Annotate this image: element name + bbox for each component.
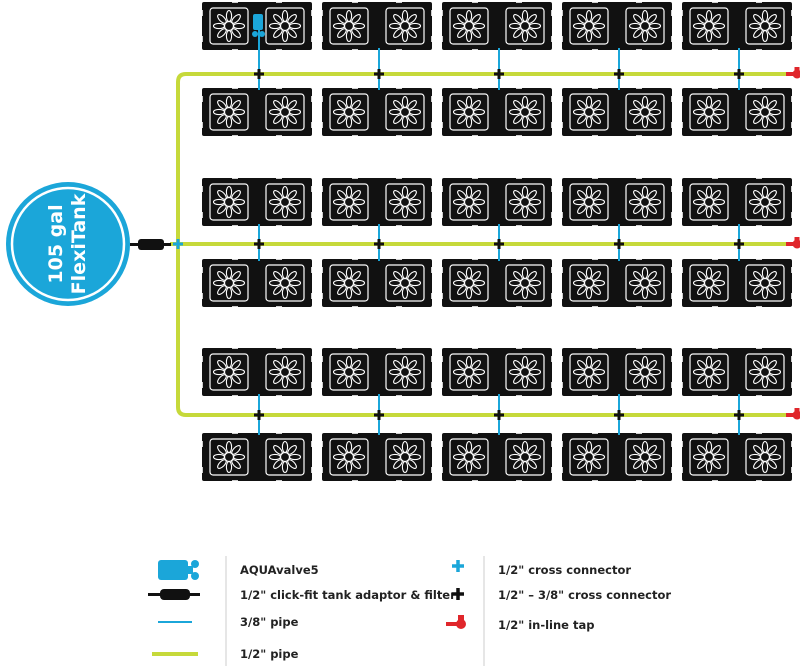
pot-tray bbox=[202, 178, 312, 226]
inline-tap bbox=[786, 67, 800, 79]
reducer-cross-connector bbox=[494, 410, 504, 420]
reducer-cross-connector-icon bbox=[452, 588, 464, 600]
legend-aquavalve-label: AQUAvalve5 bbox=[240, 563, 319, 577]
tank-label-name: FlexiTank bbox=[68, 193, 90, 294]
reducer-cross-connector bbox=[374, 239, 384, 249]
reducer-cross-connector bbox=[734, 69, 744, 79]
flexitank: 105 gal FlexiTank bbox=[6, 182, 130, 306]
legend-tank-adaptor-label: 1/2" click-fit tank adaptor & filter bbox=[240, 588, 456, 602]
reducer-cross-connector bbox=[374, 410, 384, 420]
pot-tray bbox=[682, 2, 792, 50]
legend-pipe-3-8-label: 3/8" pipe bbox=[240, 615, 299, 629]
reducer-cross-connector bbox=[614, 239, 624, 249]
pot-tray bbox=[562, 259, 672, 307]
pot-tray bbox=[322, 178, 432, 226]
reducer-cross-connector bbox=[614, 69, 624, 79]
legend-pipe-1-2-label: 1/2" pipe bbox=[240, 647, 299, 661]
pot-tray bbox=[442, 433, 552, 481]
inline-tap bbox=[786, 237, 800, 249]
reducer-cross-connector bbox=[614, 410, 624, 420]
pot-tray bbox=[202, 433, 312, 481]
cross-connector bbox=[173, 239, 183, 249]
pot-tray bbox=[562, 348, 672, 396]
pot-tray bbox=[562, 88, 672, 136]
reducer-cross-connector bbox=[494, 69, 504, 79]
reducer-cross-connector bbox=[254, 410, 264, 420]
pot-tray bbox=[322, 2, 432, 50]
reducer-cross-connector bbox=[734, 239, 744, 249]
pot-tray bbox=[322, 348, 432, 396]
pipe-network bbox=[170, 14, 800, 435]
cross-connector-icon bbox=[452, 560, 464, 572]
pot-tray bbox=[682, 88, 792, 136]
pot-tray bbox=[442, 178, 552, 226]
pot-tray bbox=[202, 259, 312, 307]
pot-tray bbox=[322, 259, 432, 307]
reducer-cross-connector bbox=[734, 410, 744, 420]
inline-tap bbox=[786, 408, 800, 420]
reducer-cross-connector bbox=[374, 69, 384, 79]
pot-tray bbox=[202, 348, 312, 396]
pot-tray bbox=[442, 259, 552, 307]
tank-adaptor bbox=[130, 239, 171, 250]
pot-tray bbox=[322, 433, 432, 481]
pot-tray bbox=[562, 433, 672, 481]
tank-label-volume: 105 gal bbox=[45, 204, 67, 283]
pot-tray bbox=[562, 2, 672, 50]
pot-tray bbox=[202, 88, 312, 136]
pot-tray bbox=[442, 88, 552, 136]
pot-tray bbox=[322, 88, 432, 136]
legend: AQUAvalve5 1/2" click-fit tank adaptor &… bbox=[148, 556, 671, 666]
pot-tray bbox=[682, 178, 792, 226]
legend-reducer-cross-label: 1/2" – 3/8" cross connector bbox=[498, 588, 671, 602]
aquavalve bbox=[252, 14, 265, 37]
inline-tap-icon bbox=[446, 615, 466, 629]
aquavalve-icon bbox=[158, 560, 199, 580]
reducer-cross-connector bbox=[494, 239, 504, 249]
legend-inline-tap-label: 1/2" in-line tap bbox=[498, 618, 594, 632]
reducer-cross-connector bbox=[254, 69, 264, 79]
pot-tray bbox=[682, 433, 792, 481]
pot-tray bbox=[682, 348, 792, 396]
pot-tray bbox=[442, 348, 552, 396]
legend-cross-connector-label: 1/2" cross connector bbox=[498, 563, 631, 577]
reducer-cross-connector bbox=[254, 239, 264, 249]
tank-adaptor-icon bbox=[148, 589, 200, 600]
pot-tray bbox=[682, 259, 792, 307]
pot-tray bbox=[442, 2, 552, 50]
pot-tray bbox=[562, 178, 672, 226]
